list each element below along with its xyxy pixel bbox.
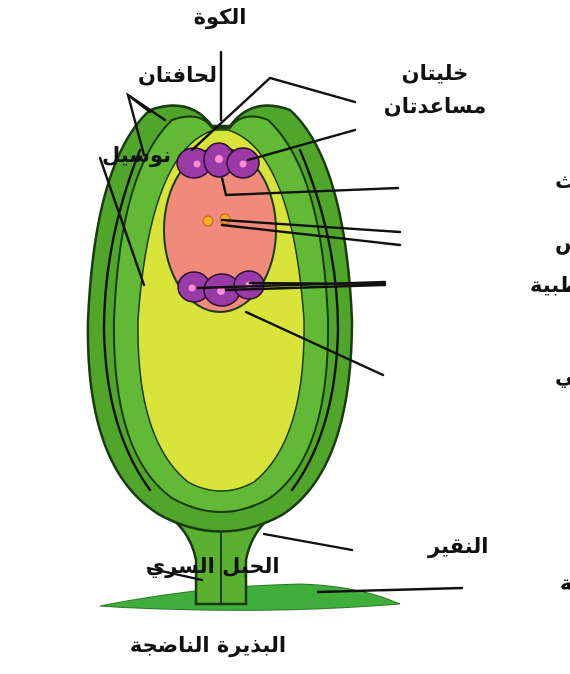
label-synergids-line1: خليتان [402, 61, 469, 85]
antipodal-nucleus-1 [189, 285, 196, 292]
synergids-egg-group [177, 143, 259, 178]
label-egg-cell: عروس مؤنث [555, 169, 570, 193]
pointer-chalaza [264, 534, 352, 550]
polar-nucleus-1 [203, 216, 213, 226]
label-synergids-line2: مساعدتان [384, 94, 486, 118]
synergid-nucleus-right [240, 161, 247, 168]
label-chalaza: النقير [427, 534, 488, 558]
label-nucellus: نوسيل [102, 143, 171, 167]
label-integuments: لحافتان [138, 63, 217, 87]
label-embryo-sac: الكيس الرشيمي [555, 364, 570, 388]
label-polar-nuclei: نواتا الكيس [555, 231, 570, 255]
label-placenta: المشيمة [560, 571, 570, 595]
label-antipodal-cells: خلايا قطبية [530, 273, 570, 297]
label-micropyle: الكوة [194, 5, 247, 29]
egg-nucleus [215, 155, 223, 163]
caption: البذيرة الناضجة [130, 633, 286, 657]
synergid-nucleus-left [194, 161, 201, 168]
placenta-shape [100, 584, 400, 610]
label-funiculus: الحبل السري [146, 554, 280, 579]
